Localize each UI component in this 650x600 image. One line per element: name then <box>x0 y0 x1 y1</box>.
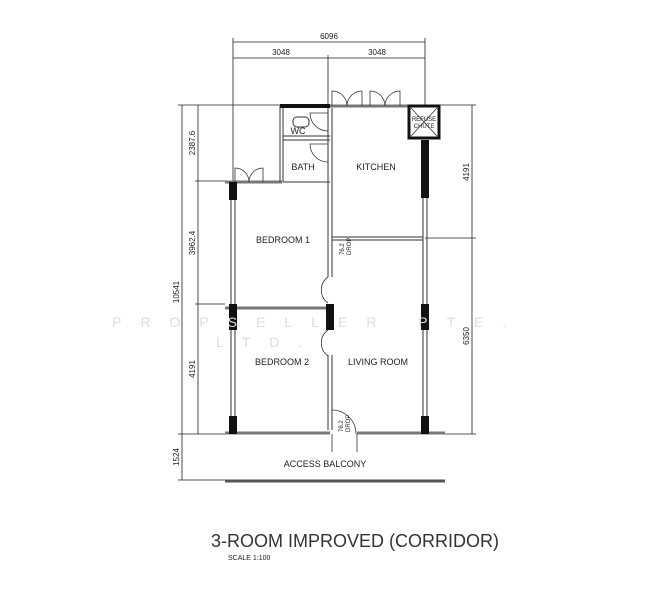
dim-right-lower: 6350 <box>462 327 471 345</box>
dim-top-left: 3048 <box>272 48 290 57</box>
dim-left-balcony: 1524 <box>172 448 181 466</box>
watermark: PROPSELLER PTE. LTD. <box>112 314 525 350</box>
label-wc: WC <box>291 126 306 136</box>
label-bath: BATH <box>291 162 314 172</box>
svg-text:PROPSELLER PTE.: PROPSELLER PTE. <box>112 314 525 330</box>
dim-top-total: 6096 <box>320 32 338 41</box>
label-kitchen: KITCHEN <box>356 162 396 172</box>
dimension-labels: 6096 3048 3048 10541 2387.6 3962.4 4191 … <box>172 32 471 466</box>
label-refuse: REFUSE <box>412 117 436 123</box>
walls <box>225 104 445 483</box>
dim-left-total: 10541 <box>172 280 181 303</box>
dim-top-right: 3048 <box>368 48 386 57</box>
dimension-lines <box>178 38 476 481</box>
dim-left-upper: 2387.6 <box>188 130 197 155</box>
drop-value-entrance: 76.2 <box>339 420 345 432</box>
label-access-balcony: ACCESS BALCONY <box>284 459 367 469</box>
refuse-chute <box>407 104 441 140</box>
doors <box>234 90 401 452</box>
plan-scale: SCALE 1:100 <box>228 555 271 562</box>
drop-value-kitchen: 76.2 <box>340 243 346 255</box>
label-living-room: LIVING ROOM <box>348 357 408 367</box>
label-bedroom-1: BEDROOM 1 <box>256 235 310 245</box>
dim-left-middle: 3962.4 <box>188 230 197 255</box>
label-bedroom-2: BEDROOM 2 <box>255 357 309 367</box>
dim-right-upper: 4191 <box>462 163 471 181</box>
label-chute: CHUTE <box>414 124 435 130</box>
drop-label-kitchen: DROP <box>347 238 353 255</box>
drop-label-entrance: DROP <box>346 415 352 432</box>
dim-left-lower: 4191 <box>188 360 197 378</box>
plan-title: 3-ROOM IMPROVED (CORRIDOR) <box>211 531 499 551</box>
svg-text:LTD.: LTD. <box>216 334 321 350</box>
